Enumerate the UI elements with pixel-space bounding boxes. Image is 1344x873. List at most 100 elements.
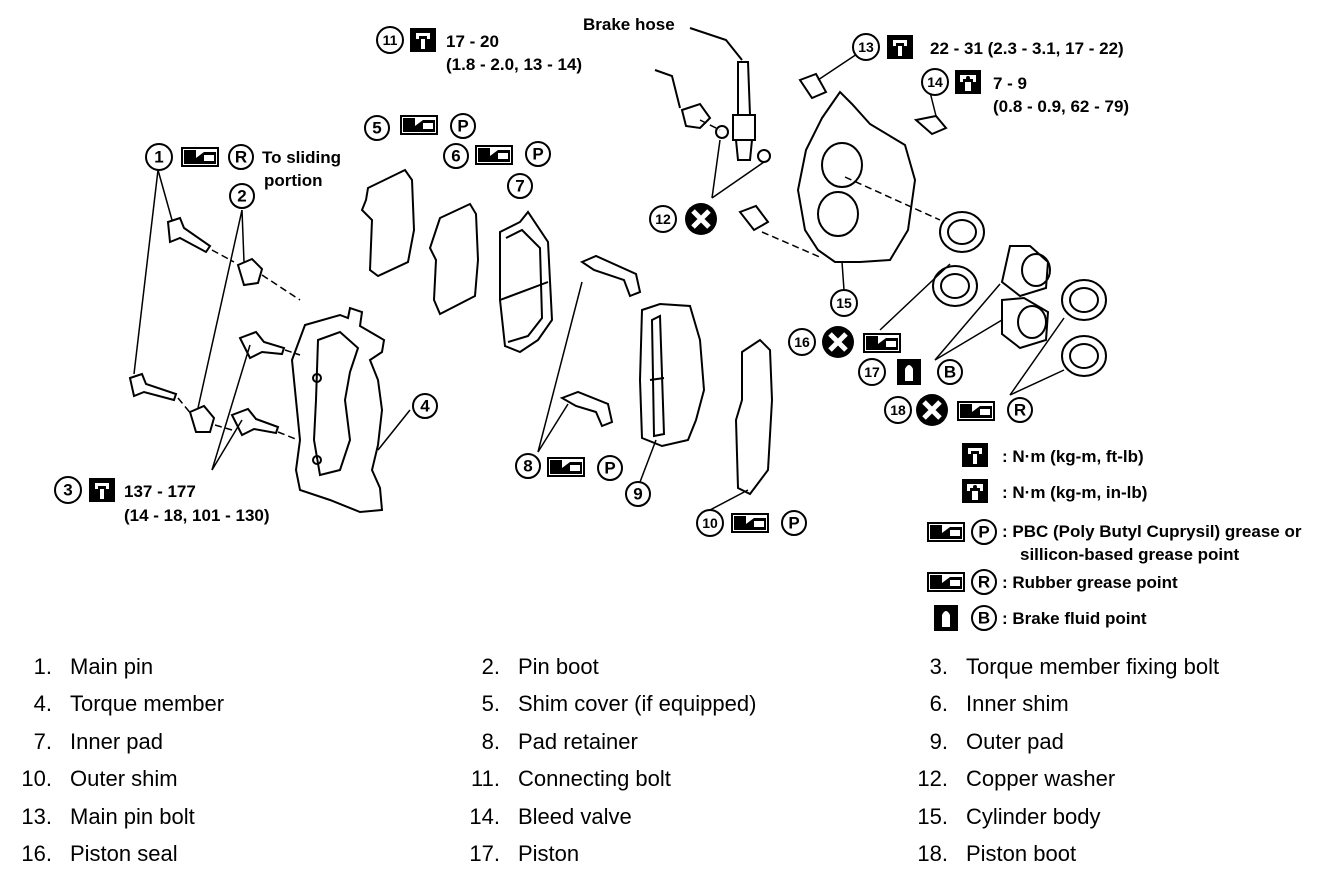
- part-name: Bleed valve: [518, 804, 632, 830]
- svg-text:B: B: [944, 363, 956, 382]
- piston-set-drawing: [933, 212, 1106, 376]
- callout-2: 2: [230, 184, 254, 208]
- part-name: Cylinder body: [966, 804, 1101, 830]
- svg-text:14: 14: [927, 74, 943, 90]
- inner-shim-drawing: [430, 204, 478, 314]
- part-number: 4.: [0, 691, 52, 717]
- svg-text:R: R: [235, 148, 247, 167]
- part-item: 4.Torque member: [0, 691, 448, 717]
- torque-icon: [89, 478, 115, 502]
- part-number: 6.: [896, 691, 948, 717]
- callout-10: 10 P: [697, 510, 806, 536]
- part-number: 8.: [448, 729, 500, 755]
- torque-member-drawing: [292, 308, 384, 512]
- svg-text:2: 2: [237, 187, 246, 206]
- part-number: 18.: [896, 841, 948, 867]
- brake-hose-label: Brake hose: [583, 15, 675, 34]
- replace-part-icon: [685, 203, 717, 235]
- callout-11-torque-units: (1.8 - 2.0, 13 - 14): [446, 55, 582, 74]
- legend: : N·m (kg-m, ft-lb) : N·m (kg-m, in-lb) …: [928, 443, 1302, 631]
- part-item: 5.Shim cover (if equipped): [448, 691, 896, 717]
- part-name: Piston: [518, 841, 579, 867]
- callout-9: 9: [626, 482, 650, 506]
- svg-text:P: P: [788, 514, 799, 533]
- torque-icon: [410, 28, 436, 52]
- part-item: 11.Connecting bolt: [448, 766, 896, 792]
- part-number: 17.: [448, 841, 500, 867]
- part-name: Copper washer: [966, 766, 1115, 792]
- callout-13-torque-value: 22 - 31 (2.3 - 3.1, 17 - 22): [930, 39, 1124, 58]
- part-item: 18. Piston boot: [896, 841, 1344, 867]
- legend-fluid: : Brake fluid point: [1002, 609, 1147, 628]
- callout-3-torque-units: (14 - 18, 101 - 130): [124, 506, 270, 525]
- svg-text:12: 12: [655, 211, 671, 227]
- cylinder-body-drawing: [740, 74, 946, 262]
- svg-text:9: 9: [633, 485, 642, 504]
- shim-cover-drawing: [362, 170, 414, 276]
- svg-text:P: P: [604, 459, 615, 478]
- part-item: 10.Outer shim: [0, 766, 448, 792]
- svg-text:P: P: [532, 145, 543, 164]
- torque-ftlb-icon: [962, 443, 988, 467]
- part-number: 10.: [0, 766, 52, 792]
- parts-row: 4.Torque member 5.Shim cover (if equippe…: [0, 686, 1344, 724]
- legend-pbc-line2: sillicon-based grease point: [1020, 545, 1240, 564]
- part-number: 13.: [0, 804, 52, 830]
- svg-text:P: P: [978, 523, 989, 542]
- part-item: 9. Outer pad: [896, 729, 1344, 755]
- callout-3-torque-value: 137 - 177: [124, 482, 196, 501]
- callout-15: 15: [831, 290, 857, 316]
- part-name: Piston seal: [70, 841, 178, 867]
- torque-icon: [955, 70, 981, 94]
- part-item: 2.Pin boot: [448, 654, 896, 680]
- part-number: 1.: [0, 654, 52, 680]
- parts-row: 7.Inner pad 8.Pad retainer 9. Outer pad: [0, 723, 1344, 761]
- callout-11: 11 17 - 20 (1.8 - 2.0, 13 - 14): [377, 27, 582, 74]
- torque-inlb-icon: [962, 479, 988, 503]
- part-name: Torque member fixing bolt: [966, 654, 1219, 680]
- callout-14: 14 7 - 9 (0.8 - 0.9, 62 - 79): [922, 69, 1129, 116]
- callout-13: 13 22 - 31 (2.3 - 3.1, 17 - 22): [853, 34, 1124, 60]
- pad-retainer-drawing: [562, 256, 640, 426]
- part-name: Inner pad: [70, 729, 163, 755]
- part-number: 16.: [0, 841, 52, 867]
- svg-text:5: 5: [372, 119, 381, 138]
- part-number: 3.: [896, 654, 948, 680]
- part-name: Main pin: [70, 654, 153, 680]
- callout-14-torque-units: (0.8 - 0.9, 62 - 79): [993, 97, 1129, 116]
- part-item: 8.Pad retainer: [448, 729, 896, 755]
- outer-pad-drawing: [640, 304, 704, 446]
- svg-text:11: 11: [383, 32, 398, 48]
- svg-text:7: 7: [515, 177, 524, 196]
- callout-1-note-line2: portion: [264, 171, 323, 190]
- part-name: Pin boot: [518, 654, 599, 680]
- callout-5: 5 P: [365, 114, 475, 140]
- brake-fluid-icon: [897, 359, 921, 385]
- svg-text:1: 1: [154, 148, 163, 167]
- replace-part-icon: [916, 394, 948, 426]
- part-name: Outer pad: [966, 729, 1064, 755]
- callout-18: 18 R: [885, 394, 1032, 426]
- part-item: 7.Inner pad: [0, 729, 448, 755]
- part-item: 3. Torque member fixing bolt: [896, 654, 1344, 680]
- callout-12: 12: [650, 203, 717, 235]
- callout-4: 4: [413, 394, 437, 418]
- callout-6: 6 P: [444, 142, 550, 168]
- brake-caliper-exploded-diagram: 1 R To sliding portion 2 3 137 - 177 (14…: [0, 0, 1344, 640]
- svg-text:8: 8: [523, 457, 532, 476]
- part-item: 13.Main pin bolt: [0, 804, 448, 830]
- svg-text:13: 13: [858, 39, 874, 55]
- brake-fluid-icon: [934, 605, 958, 631]
- svg-text:P: P: [457, 117, 468, 136]
- callout-16: 16: [789, 326, 900, 358]
- part-item: 15.Cylinder body: [896, 804, 1344, 830]
- part-name: Piston boot: [966, 841, 1076, 867]
- part-number: 9.: [896, 729, 948, 755]
- legend-pbc: : PBC (Poly Butyl Cuprysil) grease or: [1002, 522, 1302, 541]
- part-item: 6.Inner shim: [896, 691, 1344, 717]
- part-item: 16. Piston seal: [0, 841, 448, 867]
- svg-text:6: 6: [451, 147, 460, 166]
- part-item: 17. Piston: [448, 841, 896, 867]
- part-number: 12.: [896, 766, 948, 792]
- parts-row: 10.Outer shim 11.Connecting bolt 12. Copp…: [0, 761, 1344, 799]
